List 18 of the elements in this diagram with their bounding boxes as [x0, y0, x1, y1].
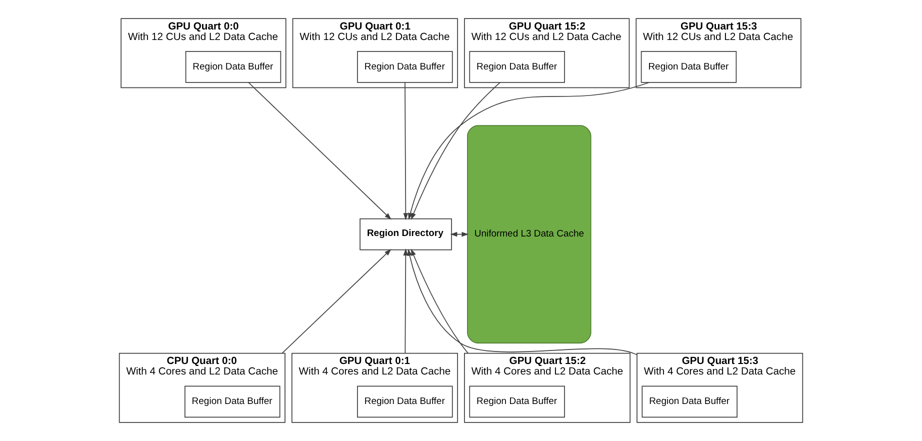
node-box: Region Data Buffer — [184, 386, 280, 418]
node-box: Region Data Buffer — [357, 50, 453, 83]
node-box: Region Data Buffer — [640, 50, 737, 83]
arrow — [411, 248, 469, 354]
node-box: Region Directory — [360, 218, 452, 250]
node-box: Region Data Buffer — [642, 386, 738, 418]
arrow — [403, 82, 408, 220]
node-box: Region Data Buffer — [357, 386, 453, 418]
arrow — [248, 82, 392, 220]
node-box: Region Data Buffer — [469, 386, 565, 418]
arrow — [282, 248, 392, 354]
node-box: Region Data Buffer — [469, 50, 565, 83]
node-box: Uniformed L3 Data Cache — [467, 125, 592, 344]
arrow — [403, 248, 408, 354]
arrow — [408, 82, 650, 220]
arrow — [411, 82, 500, 220]
node-box: Region Data Buffer — [185, 50, 282, 83]
arrow — [407, 248, 638, 356]
